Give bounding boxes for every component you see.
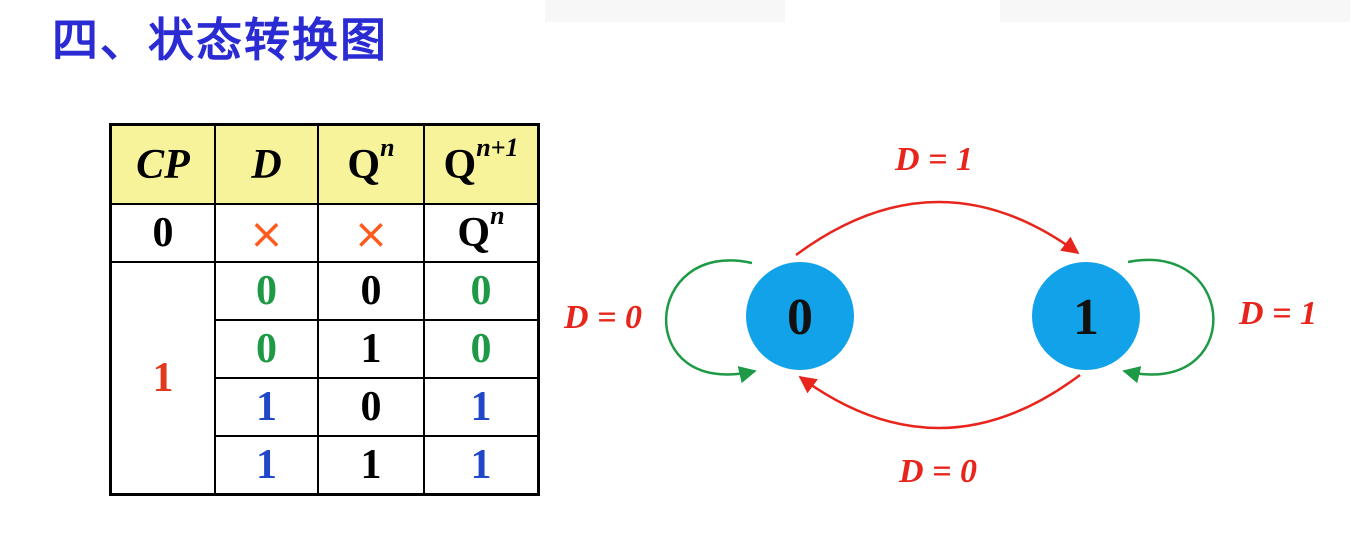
state-node-1 bbox=[1032, 262, 1140, 370]
cell-qn: 1 bbox=[317, 319, 425, 379]
state-label-0: 0 bbox=[787, 289, 813, 346]
self-loop-arrow-0 bbox=[664, 259, 757, 384]
cell-qn: 1 bbox=[317, 435, 425, 495]
watermark-logo bbox=[1000, 0, 1350, 22]
cell-cp-merged: 1 bbox=[109, 261, 216, 495]
cell-qn: 0 bbox=[317, 377, 425, 437]
table-row: 0 × × Qn bbox=[109, 203, 540, 263]
state-node-0 bbox=[746, 262, 854, 370]
label-bottom: D = 0 bbox=[898, 453, 977, 490]
table-row: 1 0 0 0 bbox=[109, 261, 540, 495]
transition-arrow-0-to-1 bbox=[795, 200, 1080, 257]
state-label-1: 1 bbox=[1073, 289, 1099, 346]
watermark-strip bbox=[545, 0, 785, 22]
header-cp: CP bbox=[109, 123, 216, 205]
cell-qn1: 0 bbox=[423, 261, 540, 321]
table-header-row: CP D Qn Qn+1 bbox=[109, 123, 540, 205]
cell-d: 0 bbox=[214, 319, 319, 379]
cross-cell: × bbox=[317, 203, 425, 263]
self-loop-arrow-1 bbox=[1122, 258, 1215, 384]
cell-d: 1 bbox=[214, 377, 319, 437]
header-qn1: Qn+1 bbox=[423, 123, 540, 205]
cell-qn1: Qn bbox=[423, 203, 540, 263]
cell-qn1: 0 bbox=[423, 319, 540, 379]
cell-qn1: 1 bbox=[423, 435, 540, 495]
label-left-loop: D = 0 bbox=[563, 299, 642, 336]
header-qn: Qn bbox=[317, 123, 425, 205]
cell-d: 1 bbox=[214, 435, 319, 495]
label-top: D = 1 bbox=[894, 141, 973, 178]
label-right-loop: D = 1 bbox=[1238, 295, 1317, 332]
transition-arrow-1-to-0 bbox=[798, 373, 1081, 430]
header-d: D bbox=[214, 123, 319, 205]
cell-qn1: 1 bbox=[423, 377, 540, 437]
table-row: 1 0 1 bbox=[111, 377, 540, 437]
table-row: 1 1 1 bbox=[111, 435, 540, 495]
cell-d: 0 bbox=[214, 261, 319, 321]
page-title: 四、状态转换图 bbox=[52, 13, 388, 67]
cell-qn: 0 bbox=[317, 261, 425, 321]
table-row: 0 1 0 bbox=[111, 319, 540, 379]
cell-cp: 0 bbox=[109, 203, 216, 263]
cross-cell: × bbox=[214, 203, 319, 263]
truth-table: CP D Qn Qn+1 0 × × Qn 1 0 0 0 0 1 0 1 0 … bbox=[109, 123, 540, 496]
